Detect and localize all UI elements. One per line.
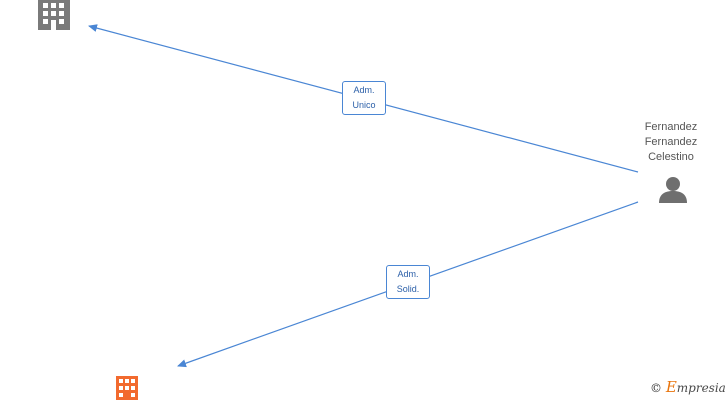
edge-label-line: Unico: [352, 100, 376, 110]
copyright-symbol: ©: [650, 381, 662, 395]
edge-label-adm-unico[interactable]: Adm. Unico: [342, 81, 386, 115]
edge-label-line: Adm.: [397, 269, 419, 279]
person-name-line: Celestino: [648, 151, 694, 163]
person-name-line: Fernandez: [644, 121, 698, 133]
edge-label-adm-solid[interactable]: Adm. Solid.: [386, 265, 430, 299]
edge-label-line: Solid.: [396, 284, 420, 294]
person-name-line: Fernandez: [644, 136, 698, 148]
brand-initial: E: [665, 378, 677, 396]
edge-label-line: Adm.: [353, 85, 375, 95]
brand-name: mpresia: [676, 381, 726, 395]
building-icon[interactable]: [38, 0, 70, 30]
person-name[interactable]: Fernandez Fernandez Celestino: [628, 120, 714, 165]
person-icon[interactable]: [659, 177, 687, 203]
brand-footer: © Empresia: [650, 378, 726, 396]
building-icon[interactable]: [116, 376, 138, 400]
